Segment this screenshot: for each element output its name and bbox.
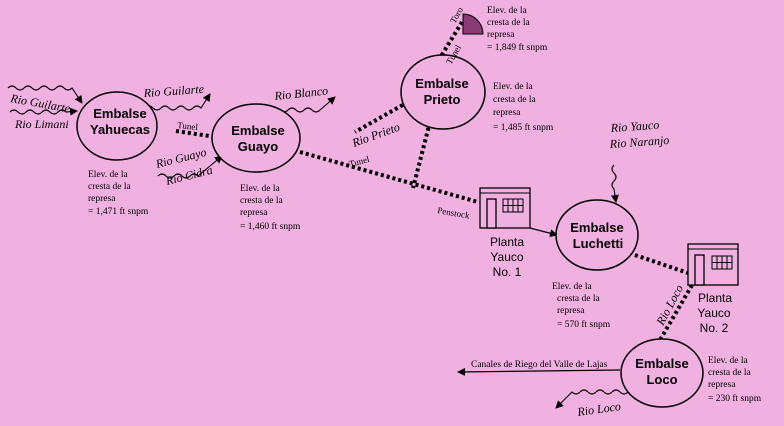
elev-luchetti-l4: = 570 ft snpm (557, 319, 611, 330)
plant-1-line3: No. 1 (493, 265, 522, 279)
elev-toro-l1: Elev. de la (487, 6, 528, 16)
conduit-toro-prieto (438, 20, 464, 60)
river-label-guilarte-out: Rio Guilarte (142, 82, 205, 100)
elev-loco-l1: Elev. de la (708, 356, 749, 366)
elev-loco-l3: represa (708, 380, 736, 390)
tunnel-yahuecas-guayo (175, 129, 217, 139)
canales-arrow (457, 367, 621, 376)
toro-reservoir-shape (462, 13, 484, 35)
plant-1-line1: Planta (490, 235, 524, 249)
elev-guayo-l2: cresta de la (240, 196, 284, 206)
elev-luchetti-l1: Elev. de la (552, 282, 593, 292)
penstock-label: Penstock (437, 205, 471, 221)
canales-label: Canales de Riego del Valle de Lajas (471, 360, 608, 370)
conduit-prieto-down (411, 121, 432, 189)
elev-loco-l2: cresta de la (708, 368, 752, 378)
elev-prieto-l3: represa (493, 108, 521, 118)
rio-guilarte-in-wave (7, 85, 83, 104)
elev-luchetti-l2: cresta de la (557, 294, 601, 304)
elev-yahuecas-l4: = 1,471 ft snpm (88, 206, 149, 217)
loco-label-2: Loco (646, 372, 677, 387)
elev-note-toro: Elev. de la cresta de la represa = 1,849… (487, 6, 548, 53)
reservoir-loco (620, 338, 704, 408)
elev-toro-l2: cresta de la (487, 18, 531, 28)
elev-toro-l3: represa (487, 30, 515, 40)
elev-guayo-l1: Elev. de la (240, 184, 281, 194)
rio-limani-wave (9, 107, 78, 116)
plant-yauco-2-icon (687, 243, 739, 286)
rio-loco-out-wave (555, 389, 629, 409)
yahuecas-label-1: Embalse (93, 106, 146, 121)
elev-prieto-l1: Elev. de la (493, 82, 534, 92)
elev-toro-l4: = 1,849 ft snpm (487, 42, 548, 53)
tunel-label-1: Tunel (177, 120, 199, 132)
river-label-yauco: Rio Yauco (609, 118, 659, 135)
elev-note-prieto: Elev. de la cresta de la represa = 1,485… (493, 82, 554, 133)
elev-guayo-l4: = 1,460 ft snpm (240, 221, 301, 232)
loco-label-1: Embalse (635, 356, 688, 371)
conduit-prieto-rio (354, 100, 409, 134)
yahuecas-label-2: Yahuecas (90, 122, 150, 137)
plant-1-line2: Yauco (490, 250, 523, 264)
reservoir-prieto (400, 54, 486, 130)
elev-prieto-l4: = 1,485 ft snpm (493, 122, 554, 133)
luchetti-label-2: Luchetti (573, 236, 624, 251)
elev-note-luchetti: Elev. de la cresta de la represa = 570 f… (552, 282, 611, 330)
elev-yahuecas-l3: represa (88, 194, 116, 204)
elev-note-guayo: Elev. de la cresta de la represa = 1,460… (240, 184, 301, 232)
elev-yahuecas-l1: Elev. de la (88, 170, 129, 180)
guayo-label-2: Guayo (238, 139, 279, 154)
river-label-limani: Rio Limani (14, 117, 69, 131)
conduit-luchetti-plant2 (634, 253, 689, 275)
luchetti-label-1: Embalse (570, 220, 623, 235)
reservoir-luchetti (555, 199, 639, 271)
elev-guayo-l3: represa (240, 208, 268, 218)
elev-note-yahuecas: Elev. de la cresta de la represa = 1,471… (88, 170, 149, 217)
elev-yahuecas-l2: cresta de la (88, 182, 132, 192)
guayo-label-1: Embalse (231, 123, 284, 138)
river-label-prieto: Rio Prieto (349, 120, 401, 150)
penstock-line (529, 227, 558, 238)
tunnel-guayo-penstock (299, 150, 479, 204)
elev-prieto-l2: cresta de la (493, 95, 537, 105)
reservoir-yahuecas (76, 91, 158, 161)
elev-note-loco: Elev. de la cresta de la represa = 230 f… (708, 356, 762, 404)
prieto-label-1: Embalse (415, 76, 468, 91)
river-label-naranjo: Rio Naranjo (608, 133, 670, 151)
plant-yauco-1-icon (479, 187, 531, 229)
river-label-blanco: Rio Blanco (273, 83, 329, 103)
plant-2-line3: No. 2 (700, 321, 729, 335)
river-label-loco-down: Rio Loco (575, 399, 621, 419)
elev-luchetti-l3: represa (557, 306, 585, 316)
plant-2-line1: Planta (698, 291, 732, 305)
rio-guayo-wave (157, 155, 223, 179)
plant-2-line2: Yauco (697, 306, 730, 320)
reservoir-guayo (211, 103, 301, 173)
prieto-label-2: Prieto (424, 92, 461, 107)
elev-loco-l4: = 230 ft snpm (708, 393, 762, 404)
rio-guilarte-out-wave (144, 93, 211, 111)
rio-yauco-naranjo-wave (610, 164, 619, 203)
